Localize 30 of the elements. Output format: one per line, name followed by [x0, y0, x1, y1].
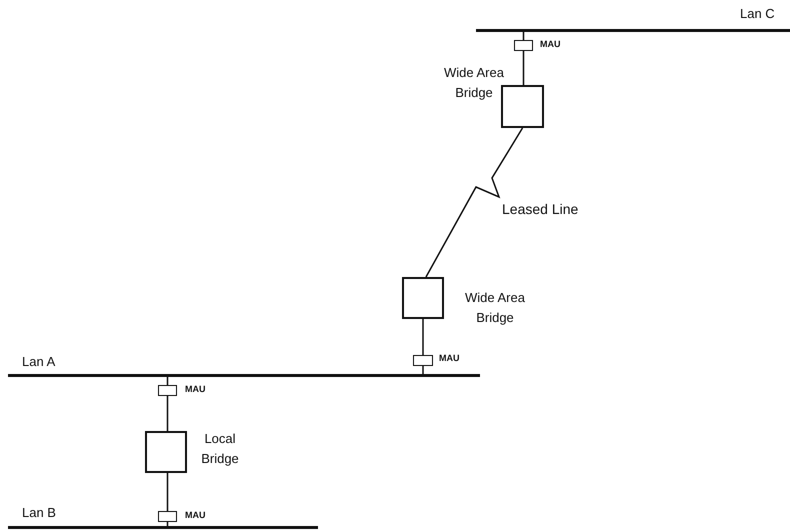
lan-label: Lan A	[22, 353, 56, 371]
connector-line	[422, 319, 424, 355]
bridge-label: Wide Area Bridge	[464, 289, 526, 327]
lan-cable	[8, 374, 480, 377]
mau-box	[158, 511, 177, 522]
leased-line	[425, 128, 524, 278]
bridge-box	[145, 431, 187, 473]
lan-label: Lan B	[22, 504, 57, 522]
mau-label: MAU	[185, 383, 206, 396]
lan-label: Lan C	[740, 5, 776, 23]
bridge-box	[402, 277, 444, 319]
mau-box	[158, 385, 177, 396]
mau-label: MAU	[439, 352, 460, 365]
connector-line	[166, 522, 168, 526]
connector-line	[422, 366, 424, 374]
connector-line	[522, 51, 524, 85]
bridge-box	[501, 85, 544, 128]
mau-label: MAU	[540, 38, 562, 51]
connector-line	[166, 473, 168, 511]
connector-line	[166, 377, 168, 385]
bridge-label: Local Bridge	[200, 430, 240, 468]
mau-box	[413, 355, 433, 366]
bridge-label: Wide Area Bridge	[443, 64, 505, 102]
connector-line	[166, 396, 168, 431]
connector-line	[522, 32, 524, 40]
lan-cable	[8, 526, 318, 529]
mau-label: MAU	[185, 509, 206, 522]
lan-cable	[476, 29, 790, 32]
mau-box	[514, 40, 533, 51]
edge-label: Leased Line	[502, 201, 578, 217]
